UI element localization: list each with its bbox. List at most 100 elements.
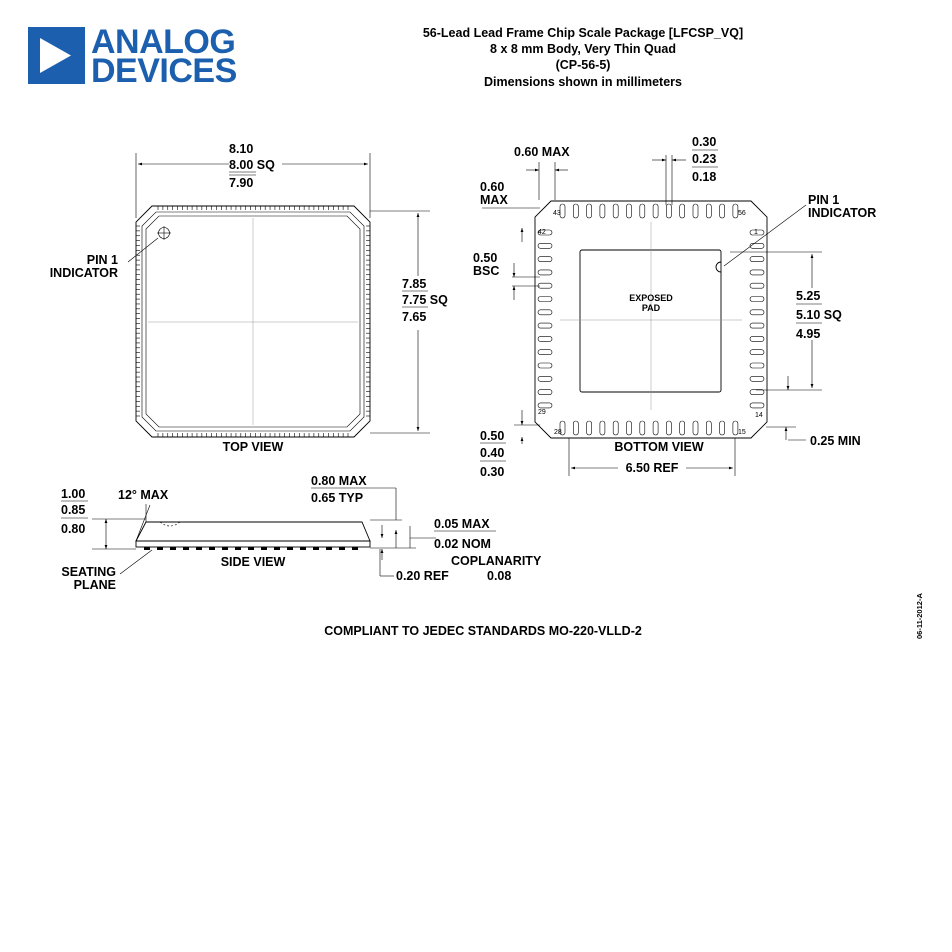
- lead-pad: [612, 203, 619, 219]
- lead-pad: [537, 243, 553, 249]
- side-height-max: 1.00: [61, 487, 85, 501]
- lead-pad: [537, 402, 553, 409]
- pin-number-14: 14: [755, 412, 763, 419]
- top-view-height-nom: 7.75 SQ: [402, 293, 448, 307]
- pad-size-max: 5.25: [796, 289, 820, 303]
- bottom-view-leads: [537, 203, 765, 436]
- bottom-view-label: BOTTOM VIEW: [614, 440, 704, 454]
- pitch-value: 0.50: [473, 251, 497, 265]
- standoff-nom: 0.02 NOM: [434, 537, 491, 551]
- header-line4: Dimensions shown in millimeters: [484, 75, 682, 89]
- side-height-nom: 0.85: [61, 503, 85, 517]
- header-title-block: 56-Lead Lead Frame Chip Scale Package [L…: [423, 26, 743, 89]
- jedec-compliance-note: COMPLIANT TO JEDEC STANDARDS MO-220-VLLD…: [324, 624, 642, 638]
- lead-pad: [612, 420, 619, 436]
- lead-pad: [639, 420, 646, 436]
- side-lead: [300, 547, 306, 550]
- side-view-body: [135, 521, 371, 542]
- lead-pad: [732, 420, 739, 436]
- lead-pad: [719, 420, 725, 436]
- lead-pad: [572, 203, 579, 219]
- top-view-pin-ticks: [136, 206, 370, 437]
- lead-pad: [586, 203, 592, 219]
- bottom-view-pin1-label-2: INDICATOR: [808, 206, 876, 220]
- header-line2: 8 x 8 mm Body, Very Thin Quad: [490, 42, 676, 56]
- lead-thickness-ref: 0.20 REF: [396, 569, 449, 583]
- lead-pad: [652, 420, 659, 436]
- lead-pad: [537, 229, 553, 236]
- pin-number-56: 56: [738, 210, 746, 217]
- side-lead: [157, 547, 163, 550]
- lead-pad: [599, 203, 606, 219]
- lead-pad: [749, 322, 765, 329]
- lead-span-ref: 6.50 REF: [626, 461, 679, 475]
- lead-pad: [559, 203, 566, 219]
- exposed-pad-label-1: EXPOSED: [629, 293, 673, 303]
- side-lead: [339, 547, 345, 550]
- pad-size-nom: 5.10 SQ: [796, 308, 842, 322]
- bottom-view-body-outline: [534, 200, 768, 439]
- lead-pad: [626, 420, 632, 436]
- top-view-width-min: 7.90: [229, 176, 253, 190]
- lead-pad: [679, 203, 686, 219]
- lead-pad: [626, 203, 632, 219]
- standoff-max: 0.05 MAX: [434, 517, 490, 531]
- pad-size-min: 4.95: [796, 327, 820, 341]
- pin-number-43: 43: [553, 210, 561, 217]
- top-view-pin1-marker-icon: [157, 226, 171, 240]
- brand-logo: ANALOG DEVICES: [28, 23, 237, 90]
- bottom-view-corner-height-label-1: 0.60: [480, 180, 504, 194]
- pin-number-29: 29: [538, 409, 546, 416]
- side-view: 1.00 0.85 0.80 12° MAX 0.80 MAX 0.65 TYP…: [61, 474, 542, 592]
- lead-width-min: 0.18: [692, 170, 716, 184]
- side-lead: [287, 547, 293, 550]
- lead-pad: [719, 203, 725, 219]
- coplanarity-value: 0.08: [487, 569, 511, 583]
- lead-pad: [749, 375, 765, 382]
- lead-pad: [666, 420, 672, 436]
- lead-pad: [639, 203, 646, 219]
- side-view-base: [135, 540, 371, 548]
- top-view-body-outline: [135, 205, 371, 438]
- seating-plane-label-2: PLANE: [74, 578, 116, 592]
- side-lead: [196, 547, 202, 550]
- header-line3: (CP-56-5): [556, 58, 611, 72]
- side-lead: [170, 547, 176, 550]
- lead-length-max: 0.50: [480, 429, 504, 443]
- lead-pad: [679, 420, 686, 436]
- lead-pad: [537, 322, 553, 329]
- lead-pad: [705, 203, 712, 219]
- top-view: PIN 1 INDICATOR 8.10 8.00 SQ 7.90 7.85 7…: [50, 142, 448, 454]
- side-lead: [222, 547, 228, 550]
- brand-name-line1: ANALOG: [91, 23, 235, 61]
- pin-number-42: 42: [538, 229, 546, 236]
- side-height-min: 0.80: [61, 522, 85, 536]
- lead-pad: [572, 420, 579, 436]
- top-view-pin1-label-1: PIN 1: [87, 253, 118, 267]
- lead-pad: [749, 336, 765, 342]
- lead-pad: [732, 203, 739, 219]
- side-view-leads: [144, 547, 358, 550]
- lead-pad: [559, 420, 566, 436]
- side-lead: [326, 547, 332, 550]
- side-lead: [183, 547, 189, 550]
- lead-pad: [749, 243, 765, 249]
- lead-pad: [537, 389, 553, 395]
- side-lead: [352, 547, 358, 550]
- lead-pad: [692, 203, 699, 219]
- top-view-inner-outline: [141, 211, 365, 432]
- pad-to-lead-min: 0.25 MIN: [810, 434, 861, 448]
- top-view-inner-outline-2: [145, 215, 361, 428]
- lead-pad: [586, 420, 592, 436]
- side-lead: [144, 547, 150, 550]
- pin-number-15: 15: [738, 429, 746, 436]
- side-lead: [235, 547, 241, 550]
- lead-width-nom: 0.23: [692, 152, 716, 166]
- side-lead: [248, 547, 254, 550]
- side-lead: [261, 547, 267, 550]
- lead-pad: [749, 349, 765, 356]
- lead-pad: [599, 420, 606, 436]
- top-view-height-max: 7.85: [402, 277, 426, 291]
- lead-pad: [666, 203, 672, 219]
- coplanarity-label: COPLANARITY: [451, 554, 542, 568]
